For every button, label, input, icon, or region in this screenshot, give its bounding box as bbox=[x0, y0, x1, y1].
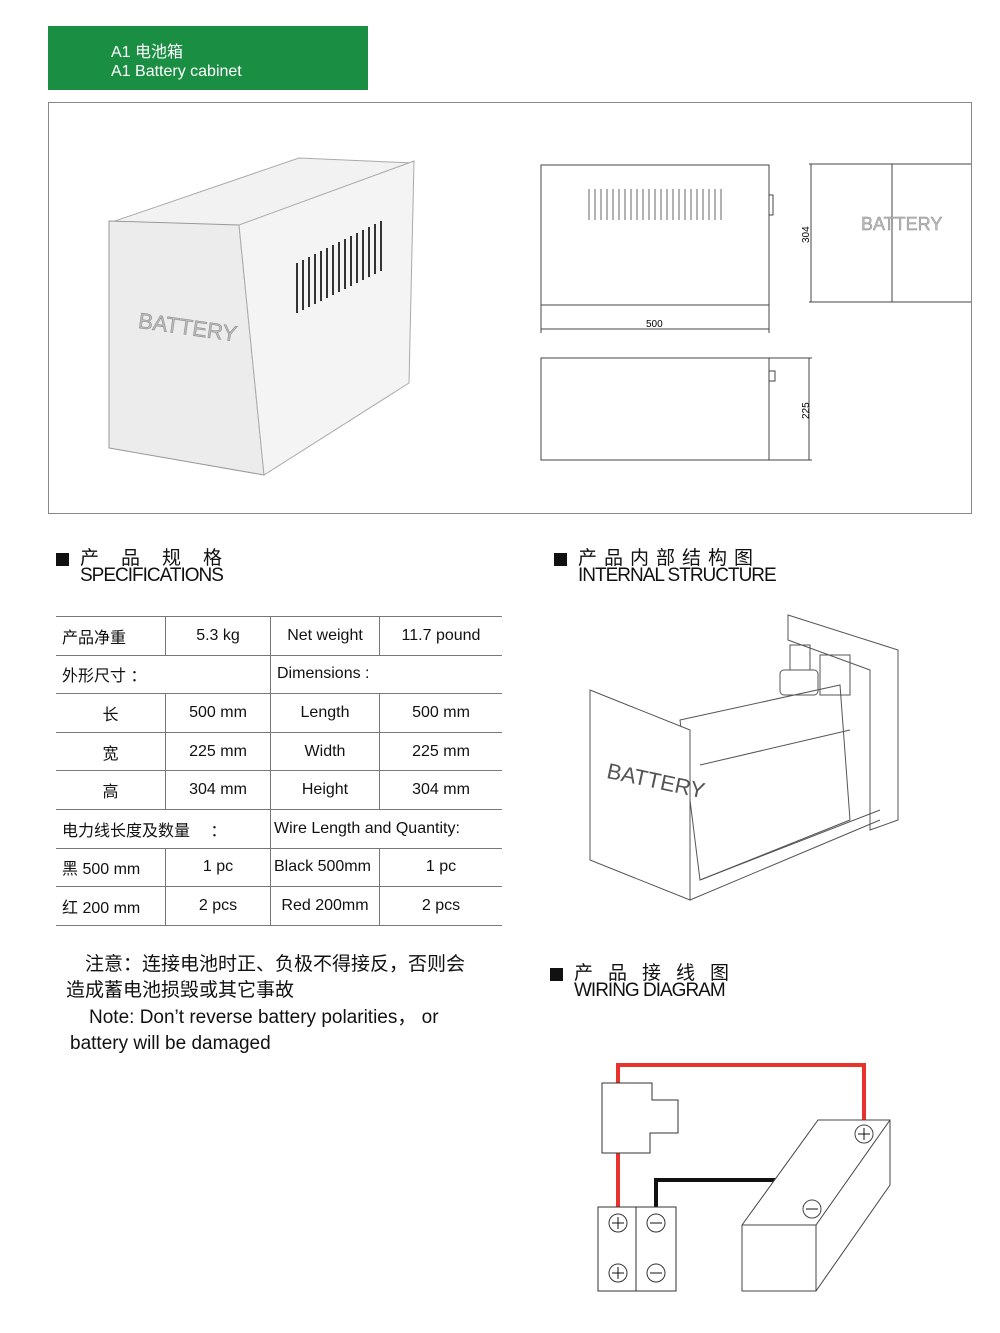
title-banner: A1 电池箱 A1 Battery cabinet bbox=[48, 26, 368, 90]
dim-height: 304 bbox=[801, 226, 812, 243]
bullet-square-icon bbox=[56, 553, 69, 566]
warning-note-cn: 注意：连接电池时正、负极不得接反，否则会 造成蓄电池损毁或其它事故 bbox=[66, 954, 466, 1001]
terminal-block bbox=[597, 1206, 677, 1292]
table-row: 外形尺寸 ：Dimensions : bbox=[56, 654, 502, 695]
battery-unit bbox=[741, 1119, 891, 1292]
bullet-square-icon bbox=[550, 968, 563, 981]
side-view-battery-label: BATTERY bbox=[861, 214, 942, 234]
cabinet-illustration: BATTERY 500 304 225 BATTERY bbox=[108, 157, 995, 476]
title-cn: A1 电池箱 bbox=[111, 44, 184, 61]
title-en: A1 Battery cabinet bbox=[111, 63, 242, 80]
dim-width: 225 bbox=[801, 402, 812, 419]
wiring-diagram bbox=[597, 1063, 891, 1292]
red-wire-top bbox=[616, 1063, 866, 1133]
dim-length: 500 bbox=[646, 319, 663, 330]
warning-note-en: Note: Don’t reverse battery polarities， … bbox=[70, 1007, 439, 1054]
fuse-holder bbox=[601, 1082, 679, 1154]
internal-structure-illustration: BATTERY bbox=[589, 614, 899, 901]
bullet-square-icon bbox=[554, 553, 567, 566]
table-row: 电力线长度及数量 ：Wire Length and Quantity: bbox=[56, 808, 502, 849]
product-drawing-frame: BATTERY 500 304 225 BATTERY bbox=[48, 102, 995, 514]
